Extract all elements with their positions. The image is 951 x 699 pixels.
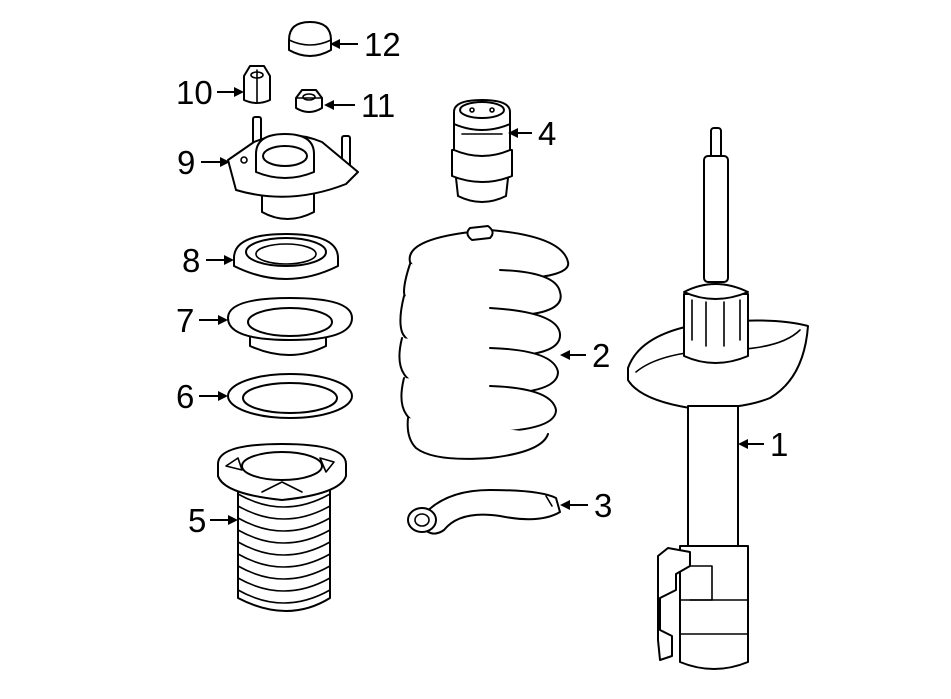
callout-3: 3	[560, 487, 612, 524]
callout-label-4: 4	[538, 115, 556, 152]
callout-label-10: 10	[176, 74, 213, 111]
part-4-bump-stop	[451, 99, 513, 203]
part-8-spring-seat	[233, 233, 339, 280]
callout-11: 11	[324, 87, 395, 124]
part-1-strut	[627, 127, 809, 670]
callout-label-7: 7	[176, 302, 194, 339]
callout-7: 7	[176, 302, 228, 339]
callout-1: 1	[738, 426, 788, 463]
callout-label-12: 12	[364, 26, 401, 63]
part-9-strut-mount	[227, 116, 359, 220]
callout-label-9: 9	[177, 144, 195, 181]
callout-9: 9	[177, 144, 230, 181]
callout-label-1: 1	[770, 426, 788, 463]
callout-label-5: 5	[188, 502, 206, 539]
callout-2: 2	[560, 337, 610, 374]
callout-label-6: 6	[176, 378, 194, 415]
part-12-cap	[288, 21, 332, 57]
part-3-spring-isolator	[407, 489, 561, 535]
part-5-dust-boot	[217, 443, 347, 612]
callout-4: 4	[508, 115, 556, 152]
callout-6: 6	[176, 378, 228, 415]
callout-label-2: 2	[592, 337, 610, 374]
part-11-nut	[295, 89, 323, 113]
part-10-nut	[243, 65, 271, 104]
part-2-coil-spring	[398, 225, 570, 460]
callout-label-3: 3	[594, 487, 612, 524]
part-6-washer	[227, 373, 353, 419]
callout-label-11: 11	[361, 87, 395, 124]
callout-12: 12	[330, 26, 401, 63]
callout-8: 8	[182, 242, 234, 279]
callout-label-8: 8	[182, 242, 200, 279]
callout-10: 10	[176, 74, 244, 111]
callout-5: 5	[188, 502, 238, 539]
part-7-spring-insulator	[227, 297, 353, 356]
